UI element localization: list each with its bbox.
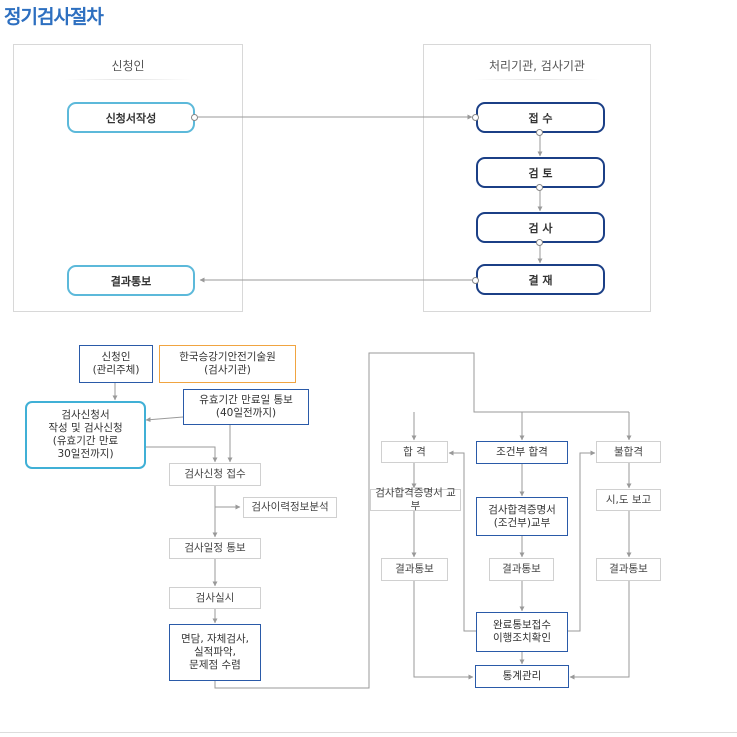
apply-box: 검사신청서 작성 및 검사신청 (유효기간 만료 30일전까지)	[25, 401, 146, 469]
approval-step: 결 재	[476, 264, 605, 295]
pass-certificate-box: 검사합격증명서 교부	[370, 487, 461, 512]
schedule-box: 검사일정 통보	[169, 538, 261, 559]
interview-box: 면담, 자체검사, 실적파악, 문제점 수렴	[169, 624, 261, 681]
footer-divider	[0, 732, 737, 733]
conditional-pass-box: 조건부 합격	[476, 441, 568, 464]
statistics-box: 통계관리	[475, 665, 569, 688]
history-box: 검사이력정보분석	[243, 497, 337, 518]
review-label: 검 토	[528, 166, 553, 180]
review-step: 검 토	[476, 157, 605, 188]
divider	[474, 79, 600, 80]
result-notice-box: 결과통보	[489, 558, 554, 581]
connector-dot	[472, 114, 479, 121]
result-notice-label: 결과통보	[110, 274, 152, 288]
result-notice-box: 결과통보	[596, 558, 661, 581]
connector-dot	[536, 239, 543, 246]
result-notice-box: 결과통보	[381, 558, 448, 581]
connector-dot	[536, 129, 543, 136]
pass-box: 합 격	[381, 441, 448, 463]
receipt-step: 접 수	[476, 102, 605, 133]
fail-box: 불합격	[596, 441, 661, 463]
conditional-certificate-box: 검사합격증명서 (조건부)교부	[476, 497, 568, 536]
result-notice-step: 결과통보	[67, 265, 195, 296]
page-title: 정기검사절차	[4, 6, 104, 28]
receipt-label: 접 수	[528, 111, 553, 125]
inspect-box: 검사실시	[169, 587, 261, 609]
inspection-label: 검 사	[528, 221, 553, 235]
apply-form-label: 신청서작성	[105, 111, 157, 125]
applicant-panel-header: 신청인	[111, 59, 145, 73]
receipt-box: 검사신청 접수	[169, 463, 261, 486]
completion-check-box: 완료통보접수 이행조치확인	[476, 612, 568, 652]
apply-form-step: 신청서작성	[67, 102, 195, 133]
connector-dot	[191, 114, 198, 121]
divider	[64, 79, 192, 80]
agency-panel-header: 처리기관, 검사기관	[489, 59, 585, 73]
connector-dot	[472, 277, 479, 284]
applicant-box: 신청인 (관리주체)	[79, 345, 153, 383]
province-report-box: 시,도 보고	[596, 489, 661, 511]
expiry-notice-box: 유효기간 만료일 통보 (40일전까지)	[183, 389, 309, 425]
connector-dot	[536, 184, 543, 191]
approval-label: 결 재	[528, 273, 553, 287]
institute-box: 한국승강기안전기술원 (검사기관)	[159, 345, 296, 383]
